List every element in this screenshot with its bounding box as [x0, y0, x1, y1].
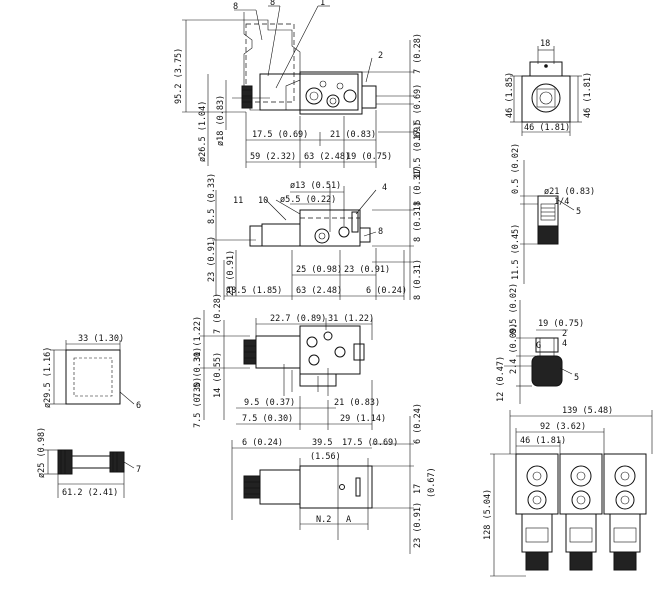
label-8-top-b: 8 — [270, 0, 275, 8]
dim-14-left: 14 (0.55) — [213, 352, 223, 398]
dim-48-5: 48.5 (1.85) — [226, 286, 282, 296]
dim-46-bottom: 46 (1.81) — [524, 123, 570, 133]
dim-22-7: 22.7 (0.89) — [270, 314, 326, 324]
dim-19: 19 (0.75) — [346, 152, 392, 162]
dim-8-5-left: 8.5 (0.33) — [207, 173, 217, 224]
dim-23-left-b: 23 (0.91) — [226, 250, 236, 296]
dim-9-5: 9.5 (0.37) — [244, 398, 295, 408]
dim-2: 2 — [562, 329, 567, 339]
dim-39-5: 39.5 — [312, 438, 332, 448]
note-n2: N.2 — [316, 515, 331, 525]
dim-dia-18: ø18 (0.83) — [216, 95, 226, 146]
dim-6-bottom: 6 (0.24) — [242, 438, 283, 448]
bottom-view: 6 (0.24) 39.5 (1.56) 17.5 (0.69) 6 (0.24… — [231, 403, 437, 554]
dim-dia-26-5: ø26.5 (1.04) — [198, 101, 208, 162]
dim-21: 21 (0.83) — [330, 130, 376, 140]
dim-7-5-left-b: 7.5 (0.30) — [193, 377, 203, 428]
dim-dia-5-5: ø5.5 (0.22) — [280, 195, 336, 205]
solenoid-view: 18 46 (1.85) 46 (1.81) 46 (1.81) — [505, 39, 593, 136]
dim-7-5-left: 7.5 (0.30) — [193, 347, 203, 398]
dim-59: 59 (2.32) — [250, 152, 296, 162]
label-2: 2 — [378, 51, 383, 61]
dim-95-2: 95.2 (3.75) — [174, 48, 184, 104]
manifold-unit-3 — [603, 453, 647, 571]
port-detail: 0.5 (0.02) ø21 (0.83) 1/4 5 11.5 (0.45) — [511, 143, 595, 284]
dim-8-right-c: 8 (0.31) — [413, 259, 423, 300]
dim-23: 23 (0.91) — [344, 265, 390, 275]
manifold-unit-2 — [559, 453, 603, 571]
top-view: 8 8 1 2 95.2 (3.75) ø26.5 (1.04) ø18 (0.… — [174, 0, 423, 178]
thread-1-4: 1/4 — [554, 197, 569, 207]
dim-18: 18 — [540, 39, 550, 49]
side-view: 22.7 (0.89) 31 (1.22) 31 (1.22) 7 (0.28)… — [193, 293, 386, 430]
dim-17-5-bottom: 17.5 (0.69) — [342, 438, 398, 448]
label-10: 10 — [258, 196, 268, 206]
nut-view: ø25 (0.98) 61.2 (2.41) 7 — [37, 427, 141, 498]
dim-31-top: 31 (1.22) — [328, 314, 374, 324]
label-6: 6 — [136, 401, 141, 411]
dim-dia-13: ø13 (0.51) — [290, 181, 341, 191]
dim-17: 17 — [413, 484, 423, 494]
label-11: 11 — [233, 196, 243, 206]
dim-33: 33 (1.30) — [78, 334, 124, 344]
dim-25: 25 (0.98) — [296, 265, 342, 275]
dim-7-5: 7.5 (0.30) — [242, 414, 293, 424]
dim-46-pitch: 46 (1.81) — [520, 436, 566, 446]
dim-139: 139 (5.48) — [562, 406, 613, 416]
dim-dia-29-5: ø29.5 (1.16) — [43, 347, 53, 408]
label-4: 4 — [382, 183, 387, 193]
port-a: A — [346, 515, 351, 525]
dim-17-5-right: 17.5 (0.69) — [413, 84, 423, 140]
dim-11-5: 11.5 (0.45) — [511, 224, 521, 280]
dim-17-inch: (0.67) — [427, 467, 437, 498]
dim-17-5-right-b: 17.5 (0.69) — [413, 122, 423, 178]
dim-63: 63 (2.48) — [304, 152, 350, 162]
dim-6-front: 6 (0.24) — [366, 286, 407, 296]
dim-7-right: 7 (0.28) — [413, 33, 423, 74]
dim-46-right: 46 (1.81) — [583, 72, 593, 118]
dim-46-left: 46 (1.85) — [505, 72, 515, 118]
dim-dia-21: ø21 (0.83) — [544, 187, 595, 197]
dim-128: 128 (5.04) — [483, 489, 493, 540]
dim-23-right: 23 (0.91) — [413, 502, 423, 548]
plug-detail: 19 (0.75) 0.5 (0.02) 2.4 (0.09) 12 (0.47… — [496, 283, 584, 404]
label-7: 7 — [136, 465, 141, 475]
front-view: 11 10 4 8 ø13 (0.51) ø5.5 (0.22) 8.5 (0.… — [207, 165, 423, 300]
manifold-unit-1 — [515, 453, 559, 571]
dim-0-5-plug: 0.5 (0.02) — [509, 283, 519, 334]
dim-8-right-b: 8 (0.31) — [413, 201, 423, 242]
dim-63-front: 63 (2.48) — [296, 286, 342, 296]
dim-12: 12 (0.47) — [496, 356, 506, 402]
label-5-a: 5 — [576, 207, 581, 217]
dim-29: 29 (1.14) — [340, 414, 386, 424]
dim-23-left-a: 23 (0.91) — [207, 236, 217, 282]
dim-6-right: 6 (0.24) — [413, 403, 423, 444]
dim-7-left: 7 (0.28) — [213, 293, 223, 334]
label-5-b: 5 — [574, 373, 579, 383]
cap-view: 33 (1.30) ø29.5 (1.16) 6 — [43, 334, 141, 411]
label-8-front: 8 — [378, 227, 383, 237]
dim-31-left: 31 (1.22) — [193, 316, 203, 362]
dim-4: 4 — [562, 339, 567, 349]
label-8-top: 8 — [233, 2, 238, 12]
dim-19-plug: 19 (0.75) — [538, 319, 584, 329]
dim-2-4: 2.4 (0.09) — [509, 323, 519, 374]
dim-17-5: 17.5 (0.69) — [252, 130, 308, 140]
label-1: 1 — [320, 0, 325, 8]
sym-g: G — [536, 341, 541, 351]
dim-21-side: 21 (0.83) — [334, 398, 380, 408]
dim-0-5: 0.5 (0.02) — [511, 143, 521, 194]
dim-8-right-a: 8 (0.31) — [413, 165, 423, 206]
dim-92: 92 (3.62) — [540, 422, 586, 432]
dim-39-5-inch: (1.56) — [310, 452, 341, 462]
manifold-view: 139 (5.48) 92 (3.62) 46 (1.81) 128 (5.04… — [483, 406, 653, 577]
dim-61-2: 61.2 (2.41) — [62, 488, 118, 498]
dim-dia-25: ø25 (0.98) — [37, 427, 47, 478]
